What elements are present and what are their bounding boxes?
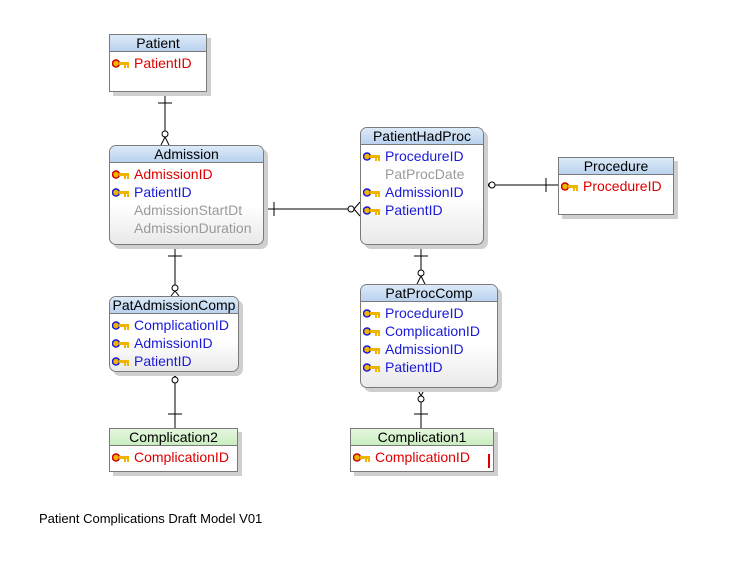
- entity-title: Patient: [110, 35, 206, 52]
- attribute-name: AdmissionID: [134, 335, 213, 351]
- rel-zero-circle: [347, 205, 355, 213]
- attribute-row[interactable]: ComplicationID: [110, 316, 238, 334]
- attribute-row[interactable]: AdmissionID: [110, 165, 263, 183]
- attribute-name: ProcedureID: [385, 305, 464, 321]
- foreign-key-icon: [112, 357, 129, 366]
- rel-crow: [482, 184, 490, 193]
- attribute-row[interactable]: PatientID: [110, 352, 238, 370]
- entity-title: Complication1: [351, 429, 493, 446]
- foreign-key-icon: [363, 188, 380, 197]
- entity-title: Complication2: [110, 429, 237, 446]
- entity-patadmissioncomp[interactable]: PatAdmissionComp ComplicationID Admissio…: [109, 296, 239, 372]
- rel-crow: [416, 387, 422, 397]
- primary-key-icon: [353, 453, 370, 462]
- attribute-name: AdmissionDuration: [134, 220, 252, 236]
- attribute-row[interactable]: ProcedureID: [361, 147, 483, 165]
- attribute-row[interactable]: ComplicationID: [351, 448, 493, 466]
- attribute-name: ProcedureID: [385, 148, 464, 164]
- rel-crow: [174, 290, 180, 297]
- attribute-name: AdmissionID: [134, 166, 213, 182]
- attribute-name: AdmissionID: [385, 341, 464, 357]
- entity-procedure[interactable]: Procedure ProcedureID: [558, 157, 674, 215]
- rel-crow: [416, 275, 422, 285]
- entity-patient[interactable]: Patient PatientID: [109, 34, 207, 92]
- attribute-row[interactable]: AdmissionID: [361, 183, 483, 201]
- attribute-row[interactable]: AdmissionID: [361, 340, 497, 358]
- foreign-key-icon: [363, 327, 380, 336]
- attribute-row[interactable]: PatientID: [361, 358, 497, 376]
- attribute-name: ComplicationID: [385, 323, 480, 339]
- foreign-key-icon: [363, 152, 380, 161]
- attribute-name: AdmissionStartDt: [134, 202, 243, 218]
- attribute-row[interactable]: PatientID: [110, 183, 263, 201]
- attribute-row[interactable]: AdmissionStartDt: [110, 201, 263, 219]
- foreign-key-icon: [112, 339, 129, 348]
- foreign-key-icon: [363, 345, 380, 354]
- entity-patproccomp[interactable]: PatProcComp ProcedureID ComplicationID A…: [360, 284, 498, 388]
- primary-key-icon: [112, 59, 129, 68]
- entity-title: Procedure: [559, 158, 673, 175]
- attribute-row[interactable]: ProcedureID: [361, 304, 497, 322]
- rel-crow: [420, 275, 426, 285]
- entity-patienthadproc[interactable]: PatientHadProc ProcedureID PatProcDate A…: [360, 127, 484, 245]
- attribute-name: PatientID: [134, 184, 192, 200]
- text-cursor-mark: [488, 454, 490, 468]
- entity-complication1[interactable]: Complication1 ComplicationID: [350, 428, 494, 472]
- attribute-name: PatProcDate: [385, 166, 465, 182]
- foreign-key-icon: [112, 321, 129, 330]
- foreign-key-icon: [363, 363, 380, 372]
- entity-title: PatProcComp: [361, 285, 497, 302]
- attribute-name: ProcedureID: [583, 178, 662, 194]
- foreign-key-icon: [363, 206, 380, 215]
- attribute-row[interactable]: PatProcDate: [361, 165, 483, 183]
- attribute-name: PatientID: [134, 353, 192, 369]
- attribute-name: ComplicationID: [134, 449, 229, 465]
- rel-crow: [482, 177, 490, 186]
- rel-zero-circle: [417, 269, 425, 277]
- attribute-name: ComplicationID: [134, 317, 229, 333]
- entity-title: PatAdmissionComp: [110, 297, 238, 314]
- primary-key-icon: [112, 453, 129, 462]
- rel-zero-circle: [171, 284, 179, 292]
- entity-title: PatientHadProc: [361, 128, 483, 145]
- attribute-row[interactable]: ComplicationID: [361, 322, 497, 340]
- primary-key-icon: [112, 170, 129, 179]
- attribute-row[interactable]: PatientID: [110, 54, 206, 72]
- rel-crow: [164, 136, 170, 146]
- attribute-row[interactable]: AdmissionID: [110, 334, 238, 352]
- rel-zero-circle: [171, 376, 179, 384]
- attribute-row[interactable]: AdmissionDuration: [110, 219, 263, 237]
- attribute-name: ComplicationID: [375, 449, 470, 465]
- entity-admission[interactable]: Admission AdmissionID PatientID Admissio…: [109, 145, 264, 245]
- attribute-row[interactable]: ComplicationID: [110, 448, 237, 466]
- rel-crow: [353, 208, 361, 217]
- rel-crow: [353, 201, 361, 210]
- rel-zero-circle: [488, 181, 496, 189]
- rel-crow: [160, 136, 166, 146]
- attribute-name: PatientID: [385, 202, 443, 218]
- attribute-row[interactable]: ProcedureID: [559, 177, 673, 195]
- primary-key-icon: [561, 182, 578, 191]
- rel-crow: [170, 290, 176, 297]
- foreign-key-icon: [112, 188, 129, 197]
- entity-title: Admission: [110, 146, 263, 163]
- rel-zero-circle: [417, 395, 425, 403]
- diagram-caption: Patient Complications Draft Model V01: [39, 511, 263, 526]
- attribute-name: PatientID: [134, 55, 192, 71]
- foreign-key-icon: [363, 309, 380, 318]
- entity-complication2[interactable]: Complication2 ComplicationID: [109, 428, 238, 472]
- attribute-name: PatientID: [385, 359, 443, 375]
- rel-zero-circle: [161, 130, 169, 138]
- attribute-row[interactable]: PatientID: [361, 201, 483, 219]
- attribute-name: AdmissionID: [385, 184, 464, 200]
- rel-crow: [420, 387, 426, 397]
